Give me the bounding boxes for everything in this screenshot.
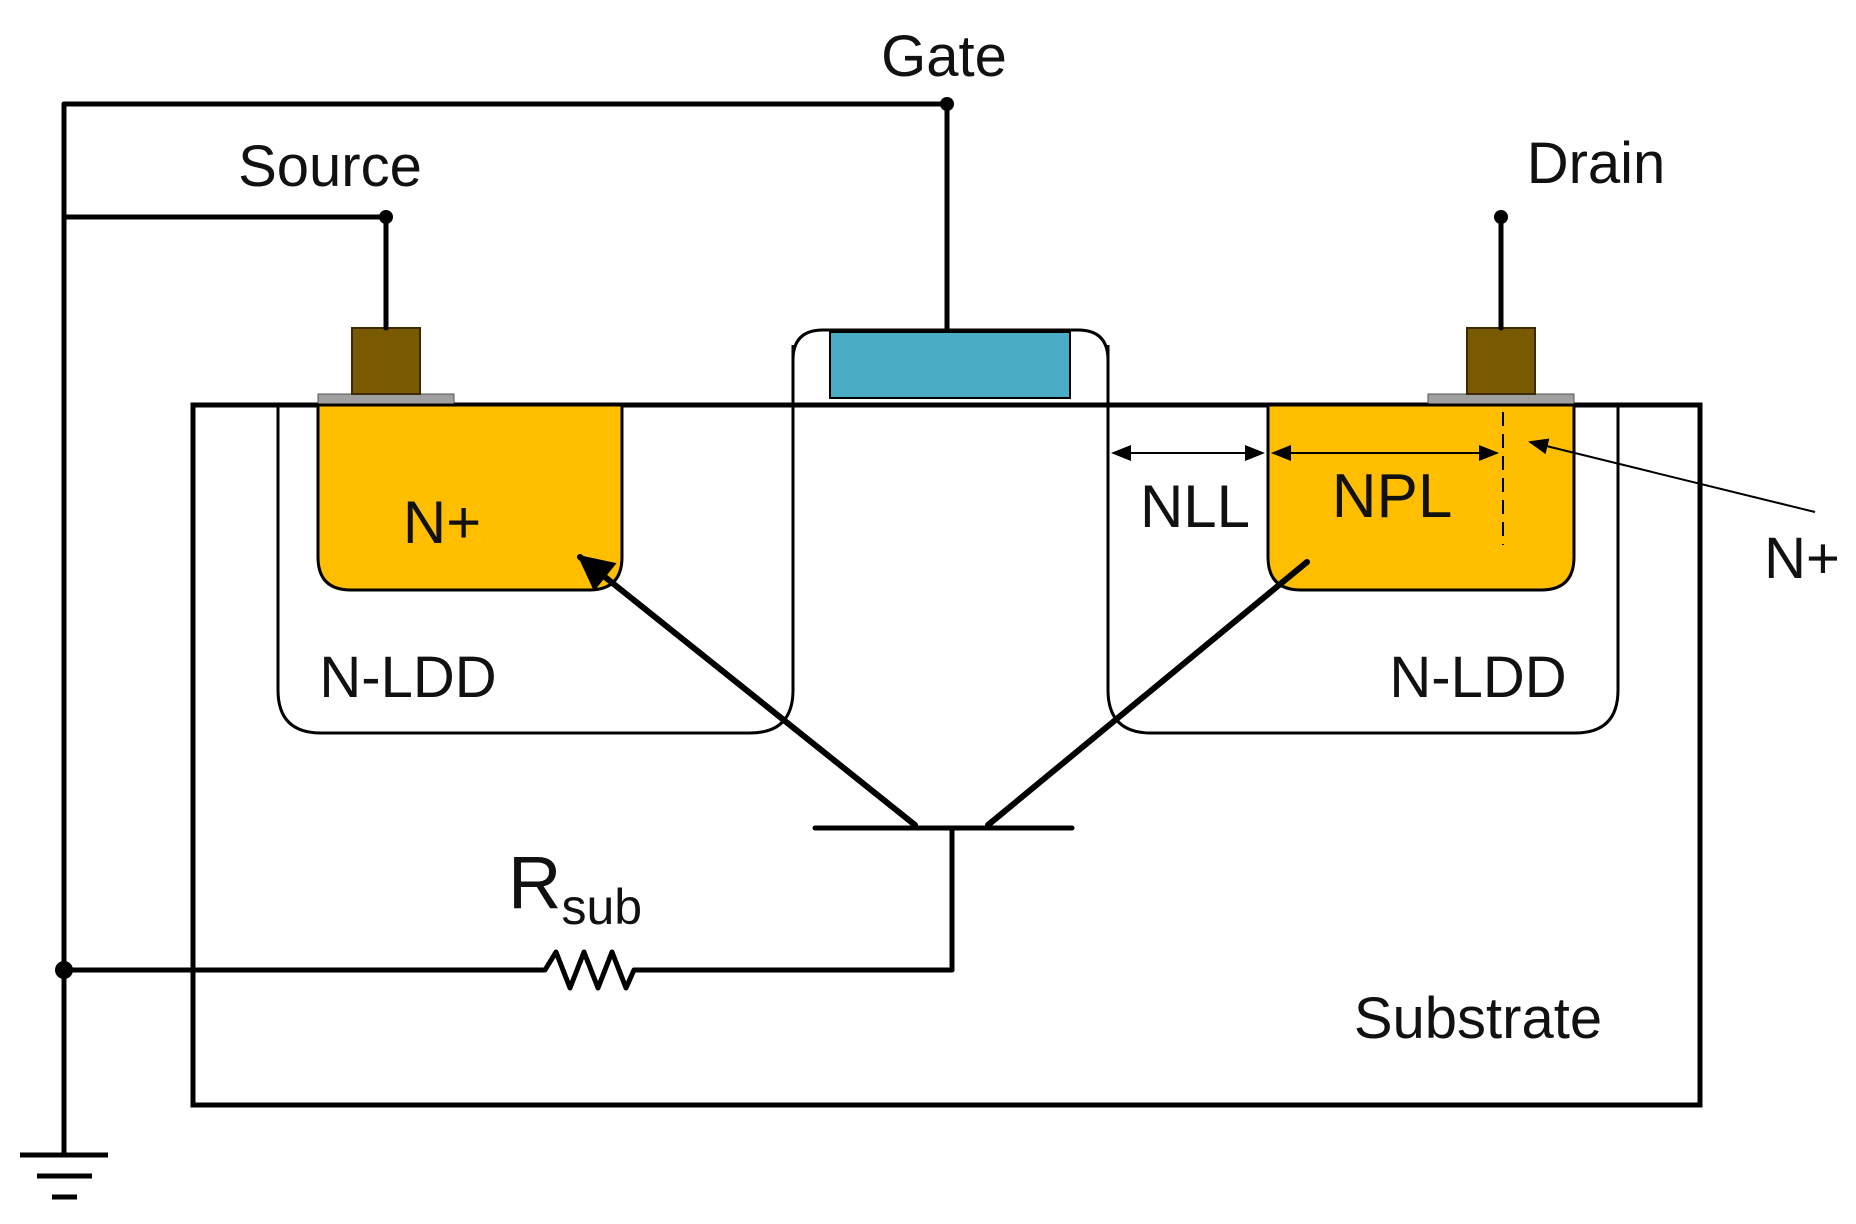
npl-label: NPL [1332, 462, 1453, 531]
gate-spacer [791, 328, 1110, 405]
n-ldd-right-region [1106, 345, 1620, 735]
drain-label: Drain [1527, 131, 1666, 196]
source-wire [61, 214, 389, 331]
substrate-region [190, 402, 1703, 1108]
drain-contact [1466, 327, 1536, 395]
n-ldd-right-label: N-LDD [1389, 645, 1566, 710]
bjt-collector-line [985, 559, 1310, 828]
source-terminal [379, 210, 393, 224]
drain-silicide [1427, 393, 1575, 405]
n-ldd-left-region [276, 345, 795, 735]
n-plus-leader-line [1528, 438, 1816, 513]
drain-terminal [1494, 210, 1508, 224]
substrate-label: Substrate [1354, 986, 1602, 1051]
n-ldd-left-label: N-LDD [319, 645, 496, 710]
source-contact [351, 327, 421, 395]
gate-poly [829, 331, 1071, 399]
rsub-label: Rsub [508, 841, 642, 935]
rsub-subscript: sub [561, 879, 642, 935]
ground-icon [20, 1152, 108, 1200]
gate-terminal [940, 97, 954, 111]
source-silicide [317, 393, 455, 405]
nll-label: NLL [1140, 473, 1250, 540]
gate-label: Gate [881, 24, 1007, 89]
rsub-wire [61, 949, 955, 991]
bjt-emitter-arrow [577, 554, 918, 828]
n-plus-source-label: N+ [403, 489, 481, 556]
rsub-main: R [508, 841, 561, 924]
n-plus-drain-label: N+ [1764, 526, 1840, 591]
source-label: Source [238, 134, 422, 199]
